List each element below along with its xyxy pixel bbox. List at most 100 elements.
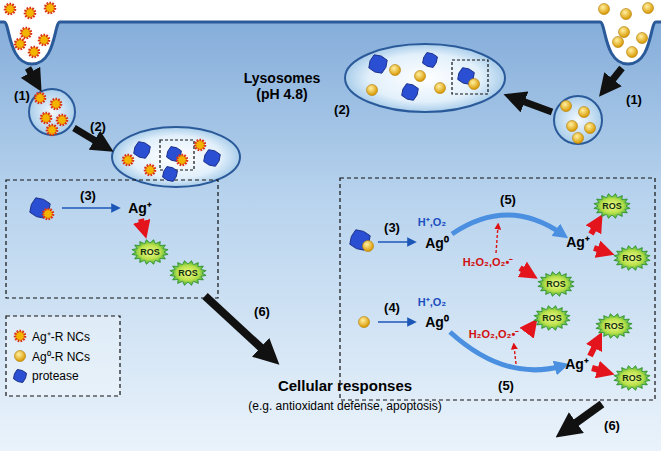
ag-ion-nanocluster [145,165,155,175]
ag-zero-nanocluster [469,79,480,90]
ros-label: ROS [622,253,642,263]
ros-burst: ROS [537,271,575,297]
reaction-arrow [378,241,412,243]
ag-zero-nanocluster [435,83,446,94]
ag-ion-nanocluster [41,113,51,123]
ros-burst: ROS [533,305,571,331]
protease [423,53,438,68]
step-number: (3) [384,221,400,236]
cell-membrane [0,22,661,64]
ag-zero-nanocluster [359,317,370,328]
ros-label: ROS [602,201,622,211]
process-arrow [205,296,270,356]
organelle-label: Lysosomes (pH 4.8) [240,70,324,102]
ros-burst: ROS [131,239,169,265]
step-number: (5) [498,379,514,394]
ag-zero-nanocluster [585,123,596,134]
ros-label: ROS [546,279,566,289]
step-number: (5) [500,193,516,208]
ros-arrow [141,219,144,230]
ag-ion-nanocluster [5,4,15,14]
legend-box [6,316,120,396]
ros-burst-outline [538,272,574,297]
ag-zero-nanocluster [363,241,374,252]
ag-ion-nanocluster [39,35,49,45]
protease [402,84,419,101]
ros-burst: ROS [613,245,651,271]
ros-label: ROS [622,373,642,383]
lysosome [112,127,240,187]
metal-label: Ag⁰ [425,314,449,330]
ros-burst-outline [132,240,168,265]
ag-ion-nanocluster [177,155,187,165]
ag-ion-nanocluster [57,115,67,125]
ag-ion-nanocluster [35,93,45,103]
ag-zero-nanocluster [367,85,378,96]
outcome-detail: (e.g. antioxidant defense, apoptosis) [248,400,441,414]
ag-zero-nanocluster [573,133,584,144]
step-number: (6) [254,305,270,320]
zoom-frame [160,140,194,170]
legend-text: Ag⁰-R NCs [32,348,90,365]
ag-zero-nanocluster [613,37,624,48]
ag-zero-nanocluster [567,121,578,132]
step-number: (1) [14,89,30,104]
ros-label: ROS [542,313,562,323]
ros-arrow [529,326,532,330]
step-number: (6) [604,419,620,434]
ros-label: ROS [604,321,624,331]
ag-ion-nanocluster [25,8,35,18]
metal-label: Ag⁰ [425,235,449,251]
ag-zero-nanocluster [621,9,632,20]
process-arrow [514,98,552,112]
ros-burst-outline [594,194,630,219]
ros-feedback-arrow [514,346,516,364]
ros-burst-outline [596,314,632,339]
ag-ion-nanocluster [123,155,133,165]
legend-text: protease [32,369,79,383]
protease [163,167,178,182]
step-number: (2) [334,103,350,118]
ros-burst: ROS [595,313,633,339]
ag-ion-nanocluster [43,209,53,219]
extracellular-space [0,0,661,64]
ion-label: Ag⁺ [128,200,152,216]
protease [14,370,27,383]
zoom-panel [6,180,218,298]
ag-ion-nanocluster [195,140,205,150]
ag-zero-nanocluster [619,27,630,38]
ros-arrow [594,248,606,252]
oxidation-arrow [452,215,562,234]
ag-ion-nanocluster [21,28,31,38]
ag-ion-nanocluster [15,331,25,341]
zoom-frame [452,60,488,94]
process-arrow [566,404,602,430]
step-number: (3) [80,189,96,204]
reaction-arrow [62,207,116,209]
ag-zero-nanocluster [415,71,426,82]
protease [369,55,387,73]
reaction-arrow [378,321,412,323]
ros-burst-outline [534,306,570,331]
ros-label: ROS [178,268,198,278]
step-number: (1) [626,93,642,108]
ros-arrow [520,268,530,274]
ag-zero-nanocluster [561,101,572,112]
endosome [29,89,75,135]
reactant-label: H⁺,O₂ [418,216,446,229]
ag-zero-nanocluster [15,351,26,362]
ag-ion-nanocluster [29,47,39,57]
ros-label: ROS [140,247,160,257]
ros-burst-outline [170,261,206,286]
ag-zero-nanocluster [599,4,610,15]
ros-arrow [590,340,598,356]
ion-label: Ag⁺ [566,234,590,250]
ros-burst-outline [614,246,650,271]
ag-ion-nanocluster [15,39,25,49]
ros-burst: ROS [593,193,631,219]
protease [134,142,151,159]
legend-text: Ag⁺-R NCs [32,328,90,345]
outcome-title: Cellular responses [278,377,412,394]
ros-arrow [592,368,606,372]
